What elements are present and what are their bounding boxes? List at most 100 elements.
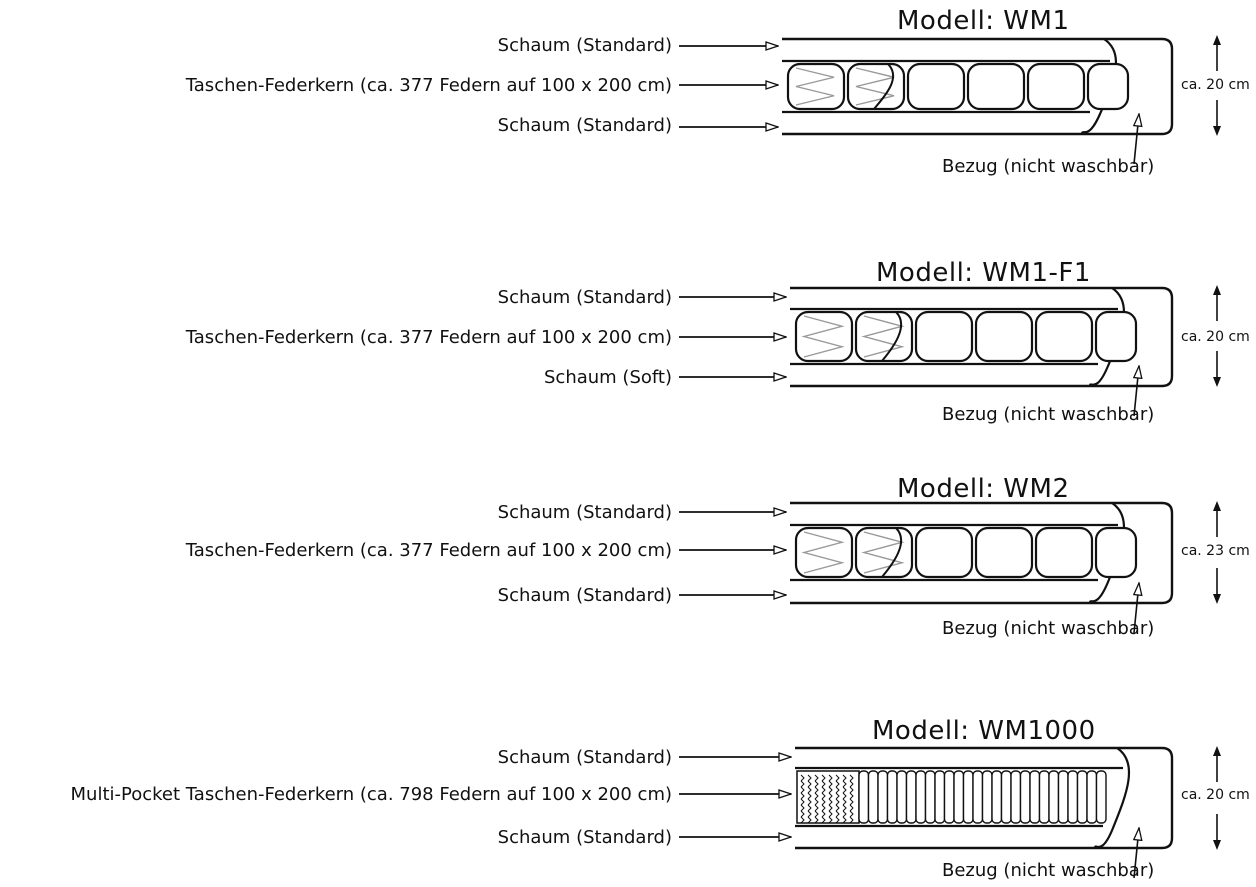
coil-mark (800, 780, 805, 788)
coil-mark (814, 774, 819, 782)
label-top-layer: Schaum (Standard) (497, 287, 672, 308)
multi-pocket-column (1038, 770, 1050, 824)
coil-mark (800, 774, 805, 782)
coil-mark (842, 816, 847, 824)
height-arrow-head-down (1213, 840, 1221, 850)
label-core-layer: Taschen-Federkern (ca. 377 Federn auf 10… (185, 75, 672, 96)
coil-mark (849, 786, 854, 794)
label-bottom-layer: Schaum (Standard) (497, 585, 672, 606)
coil-mark (800, 798, 805, 806)
coil-mark (828, 780, 833, 788)
cover-cutaway (1093, 747, 1131, 849)
multi-pocket-dense (796, 770, 860, 824)
coil-mark (828, 816, 833, 824)
height-label: ca. 23 cm (1181, 543, 1250, 559)
cover-label: Bezug (nicht waschbar) (942, 404, 1155, 425)
coil-mark (814, 816, 819, 824)
coil-mark (842, 786, 847, 794)
mattress-illustration (679, 285, 1221, 417)
multi-pocket-column (962, 770, 974, 824)
cover-arrow (1134, 828, 1139, 879)
spring-pocket (854, 310, 914, 363)
multi-pocket-column (915, 770, 927, 824)
label-bottom-layer: Schaum (Standard) (497, 827, 672, 848)
multi-pocket-column (896, 770, 908, 824)
height-label: ca. 20 cm (1181, 329, 1250, 345)
multi-pocket-column (1048, 770, 1060, 824)
coil-mark (814, 810, 819, 818)
multi-pocket-column (943, 770, 955, 824)
coil-mark (828, 792, 833, 800)
height-arrow-head-down (1213, 594, 1221, 604)
multi-pocket-column (867, 770, 879, 824)
coil-mark (849, 780, 854, 788)
coil-mark (814, 780, 819, 788)
spring-pocket (1086, 62, 1130, 111)
label-core-layer: Taschen-Federkern (ca. 377 Federn auf 10… (185, 327, 672, 348)
height-arrow-head-up (1213, 35, 1221, 45)
model-title: Modell: WM1000 (872, 716, 1096, 746)
cover-cutaway (1080, 38, 1118, 135)
label-top-layer: Schaum (Standard) (497, 502, 672, 523)
spring-pocket (966, 62, 1026, 111)
coil-mark (849, 816, 854, 824)
height-arrow-head-up (1213, 501, 1221, 511)
multi-pocket-column (1095, 770, 1107, 824)
spring-pocket (786, 62, 846, 111)
cover-cutaway (1088, 502, 1126, 604)
multi-pocket-column (1029, 770, 1041, 824)
section-cut (881, 311, 903, 362)
coil-mark (821, 798, 826, 806)
coil-mark (842, 774, 847, 782)
coil-mark (821, 816, 826, 824)
spring-pocket (846, 62, 906, 111)
coil-mark (807, 804, 812, 812)
cover-outline (782, 37, 1174, 136)
multi-pocket-column (924, 770, 936, 824)
height-arrow-head-down (1213, 377, 1221, 387)
cover-outline (795, 746, 1174, 850)
coil-mark (835, 774, 840, 782)
coil-mark (821, 774, 826, 782)
section-cut (873, 63, 895, 110)
coil-mark (842, 804, 847, 812)
coil-mark (828, 804, 833, 812)
coil-mark (842, 780, 847, 788)
mattress-illustration (679, 35, 1221, 165)
model-title: Modell: WM1-F1 (876, 258, 1091, 288)
coil-mark (849, 810, 854, 818)
coil-mark (814, 804, 819, 812)
multi-pocket-column (934, 770, 946, 824)
spring-pocket (794, 310, 854, 363)
coil-mark (835, 816, 840, 824)
coil-mark (821, 804, 826, 812)
cover-outline (790, 501, 1174, 605)
cover-arrow (1134, 366, 1139, 417)
cover-outline (790, 286, 1174, 388)
diagram-wm1: Modell: WM1 Schaum (Standard) Taschen-Fe… (0, 0, 1256, 200)
cover-label: Bezug (nicht waschbar) (942, 860, 1155, 881)
multi-pocket-column (886, 770, 898, 824)
coil-mark (842, 798, 847, 806)
coil-mark (835, 810, 840, 818)
coil-mark (807, 792, 812, 800)
spring-pocket (794, 526, 854, 579)
coil-mark (800, 786, 805, 794)
coil-mark (828, 774, 833, 782)
coil-mark (800, 792, 805, 800)
coil-mark (849, 792, 854, 800)
cover-label: Bezug (nicht waschbar) (942, 156, 1155, 177)
coil-mark (800, 816, 805, 824)
height-arrow-head-down (1213, 126, 1221, 136)
multi-pocket-column (972, 770, 984, 824)
label-bottom-layer: Schaum (Soft) (544, 367, 672, 388)
coil-mark (828, 798, 833, 806)
coil-mark (800, 810, 805, 818)
coil-mark (835, 804, 840, 812)
section-cut (881, 527, 903, 578)
coil-mark (835, 798, 840, 806)
multi-pocket-column (953, 770, 965, 824)
multi-pocket-column (1086, 770, 1098, 824)
coil-mark (821, 810, 826, 818)
spring-pocket (1034, 310, 1094, 363)
